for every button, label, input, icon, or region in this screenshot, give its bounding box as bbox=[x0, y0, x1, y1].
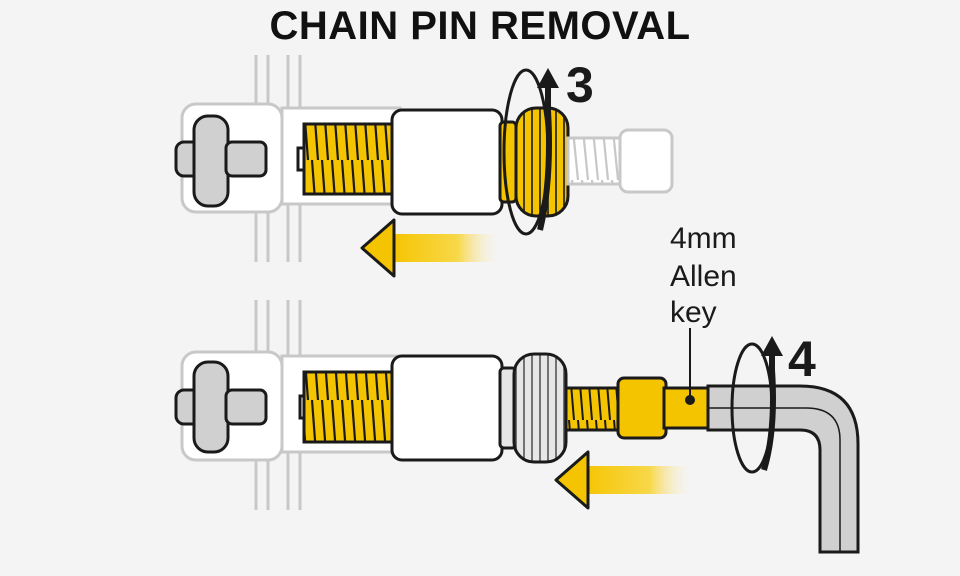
top-assembly: 3 bbox=[174, 55, 674, 278]
threaded-drive-top bbox=[302, 122, 398, 196]
threaded-drive-bottom bbox=[302, 370, 398, 444]
callout-line-2: Allen bbox=[670, 260, 737, 293]
allen-key-callout: 4mm Allen key bbox=[670, 222, 737, 329]
callout-line-3: key bbox=[670, 296, 717, 329]
step-number-4: 4 bbox=[788, 331, 816, 387]
knurled-nut-top bbox=[514, 106, 570, 218]
callout-line-1: 4mm bbox=[670, 222, 737, 255]
direction-arrow-bottom bbox=[554, 450, 694, 510]
bottom-assembly: 4 bbox=[174, 300, 860, 554]
barrel-top bbox=[390, 108, 504, 216]
knurled-nut-bottom bbox=[512, 352, 568, 464]
step-number-3: 3 bbox=[566, 57, 594, 113]
pin-knob-bottom bbox=[174, 360, 268, 454]
pin-knob-top bbox=[174, 114, 268, 208]
diagram-title: CHAIN PIN REMOVAL bbox=[269, 4, 691, 48]
barrel-bottom bbox=[390, 354, 504, 462]
direction-arrow-top bbox=[360, 218, 502, 278]
allen-key bbox=[706, 384, 860, 554]
threaded-shaft-bottom bbox=[564, 386, 624, 432]
